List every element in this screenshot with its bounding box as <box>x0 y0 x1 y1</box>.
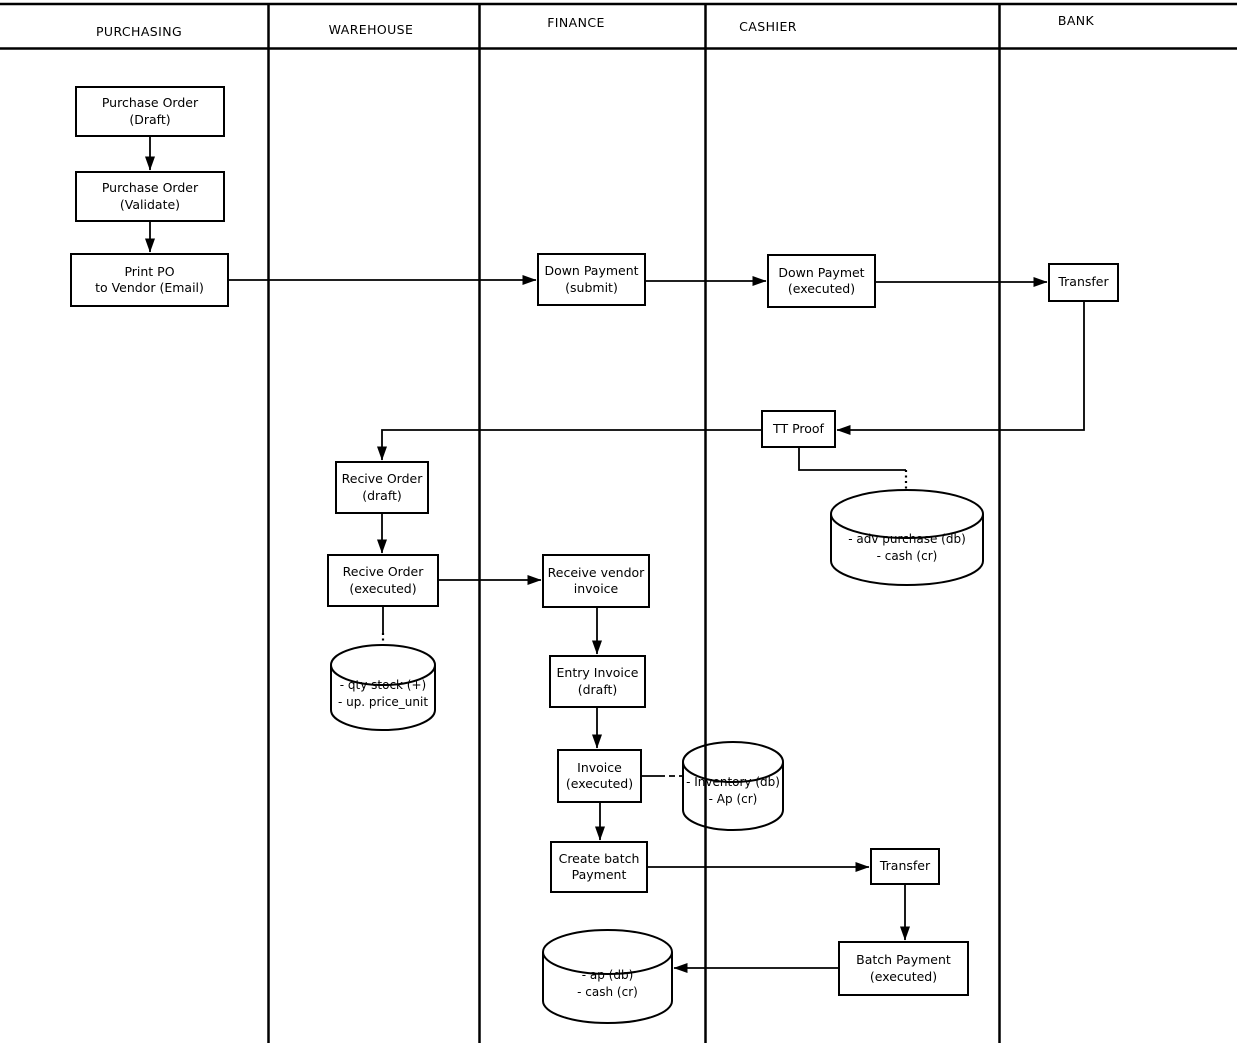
node-print-po[interactable]: Print PO to Vendor (Email) <box>70 253 229 307</box>
datastore-ap-cash-label: - ap (db) - cash (cr) <box>577 968 638 999</box>
node-recive-order-executed[interactable]: Recive Order (executed) <box>327 554 439 607</box>
node-label: Down Paymet (executed) <box>778 264 865 297</box>
lane-label-bank: BANK <box>1057 13 1095 28</box>
node-entry-invoice-draft[interactable]: Entry Invoice (draft) <box>549 655 646 708</box>
lane-label-purchasing: PURCHASING <box>95 24 183 39</box>
node-tt-proof[interactable]: TT Proof <box>761 410 836 448</box>
node-label: Invoice (executed) <box>565 759 634 792</box>
node-label: Entry Invoice (draft) <box>556 665 639 697</box>
lane-label-finance: FINANCE <box>547 15 605 30</box>
datastore-inventory-label: - Inventory (db) - Ap (cr) <box>686 775 780 806</box>
node-create-batch-payment[interactable]: Create batch Payment <box>550 841 648 893</box>
node-down-payment-submit[interactable]: Down Payment (submit) <box>537 253 646 306</box>
node-label: Purchase Order (Validate) <box>101 180 199 212</box>
node-label: Recive Order (draft) <box>341 471 423 503</box>
node-label: Recive Order (executed) <box>342 564 424 596</box>
node-label: Create batch Payment <box>558 850 640 883</box>
node-label: Down Payment (submit) <box>544 263 639 295</box>
node-transfer-bank[interactable]: Transfer <box>1048 263 1119 302</box>
edge-tt-proof-to-adv-purchase-solid <box>798 448 906 471</box>
datastore-adv-purchase-shape[interactable] <box>830 489 985 586</box>
datastore-ap-cash-shape[interactable] <box>542 929 674 1024</box>
datastore-qty-stock-label: - qty stock (+) - up. price_unit <box>337 678 429 709</box>
datastore-qty-stock-shape[interactable] <box>330 644 437 731</box>
edges <box>145 137 1085 973</box>
node-down-paymet-executed[interactable]: Down Paymet (executed) <box>767 254 876 308</box>
lane-label-cashier: CASHIER <box>739 19 797 34</box>
node-label: Receive vendor invoice <box>547 564 645 597</box>
node-batch-payment-executed[interactable]: Batch Payment (executed) <box>838 941 969 996</box>
datastore-shapes <box>330 489 985 1024</box>
node-recive-order-draft[interactable]: Recive Order (draft) <box>335 461 429 514</box>
node-invoice-executed[interactable]: Invoice (executed) <box>557 749 642 803</box>
node-receive-vendor-invoice[interactable]: Receive vendor invoice <box>542 554 650 608</box>
node-label: Batch Payment (executed) <box>856 952 951 984</box>
edge-tt-proof-to-recive-order-draft <box>377 429 761 461</box>
node-label: TT Proof <box>773 420 824 436</box>
node-transfer-cashier[interactable]: Transfer <box>870 848 940 885</box>
node-po-validate[interactable]: Purchase Order (Validate) <box>75 171 225 222</box>
node-label: Print PO to Vendor (Email) <box>95 263 204 296</box>
node-po-draft[interactable]: Purchase Order (Draft) <box>75 86 225 137</box>
datastore-adv-purchase-label: - adv purchase (db) - cash (cr) <box>848 532 966 563</box>
node-label: Transfer <box>879 858 931 874</box>
node-label: Transfer <box>1058 274 1109 290</box>
edge-transfer-bank-to-tt-proof <box>836 302 1085 435</box>
datastore-inventory-shape[interactable] <box>682 741 785 831</box>
lane-label-warehouse: WAREHOUSE <box>328 22 414 37</box>
node-label: Purchase Order (Draft) <box>101 95 199 127</box>
